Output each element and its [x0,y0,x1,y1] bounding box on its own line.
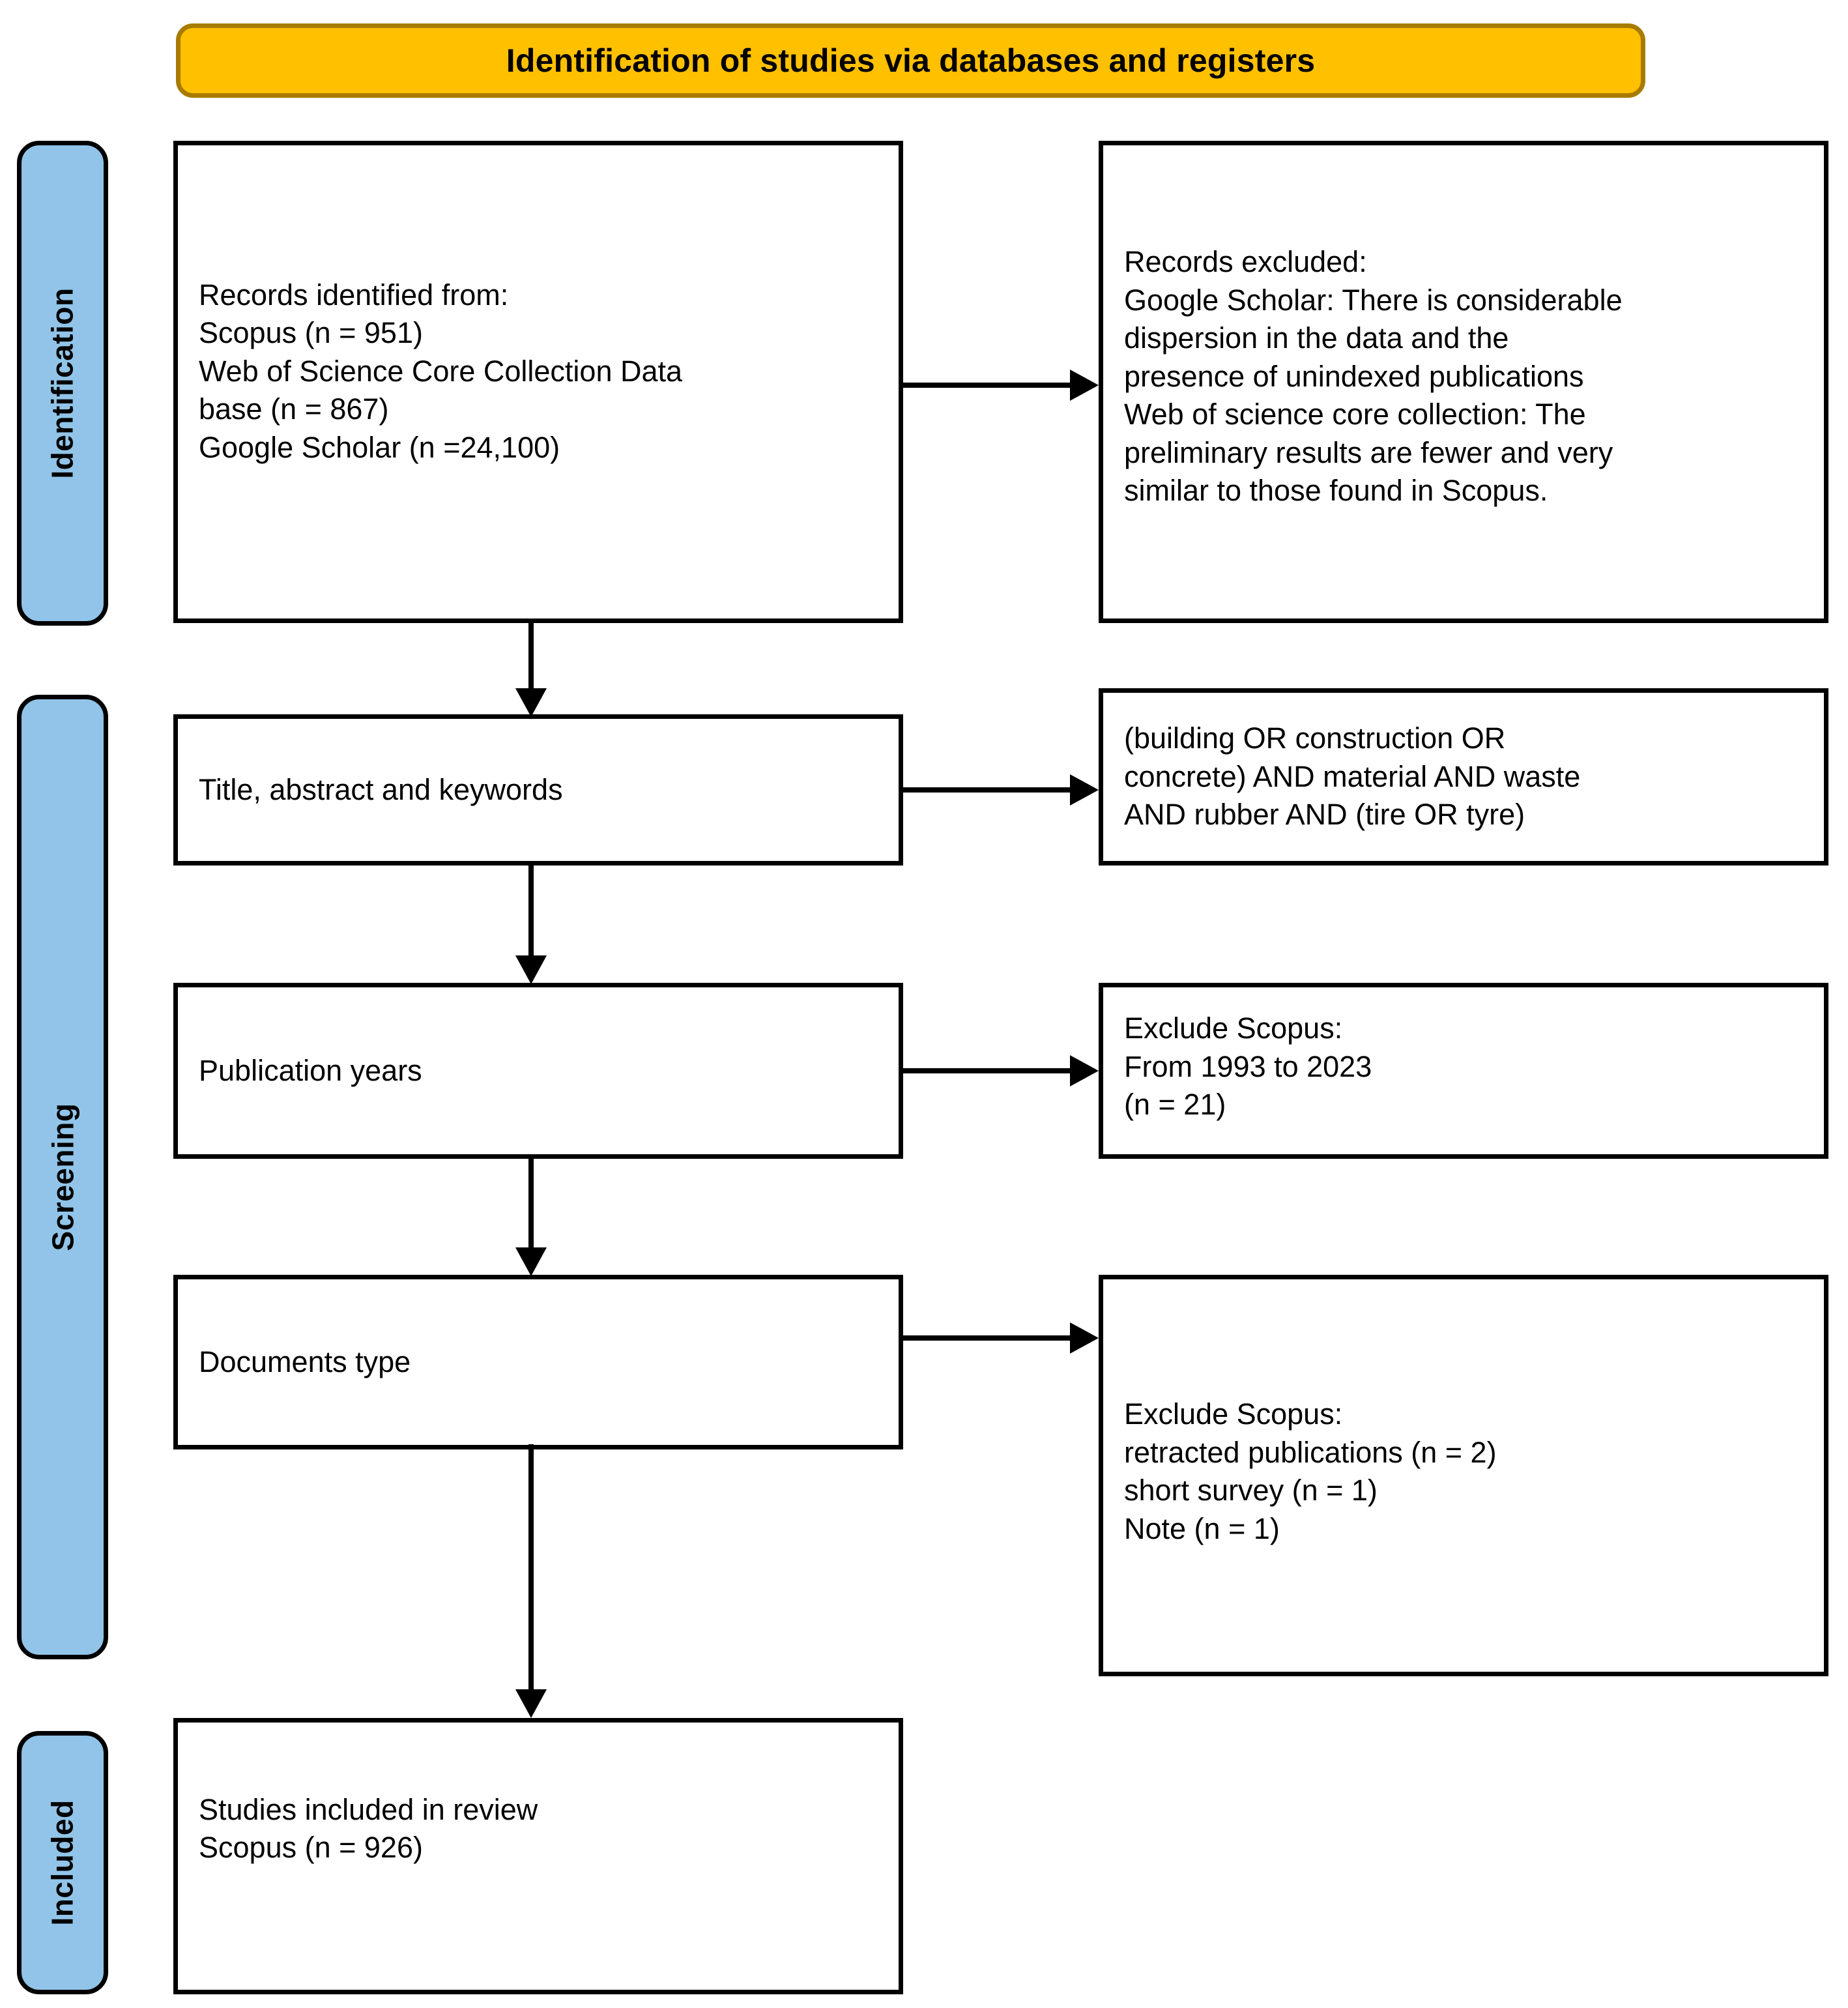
node-exclude-years: Exclude Scopus: From 1993 to 2023 (n = 2… [1099,983,1828,1159]
node-records-identified: Records identified from: Scopus (n = 951… [173,141,903,623]
node-search-string: (building OR construction OR concrete) A… [1099,688,1828,866]
node-title-abstract-keywords-text: Title, abstract and keywords [199,772,563,806]
diagram-header-banner: Identification of studies via databases … [176,23,1645,98]
arrow-years-to-exclude-years [903,1048,1099,1094]
node-documents-type: Documents type [173,1275,903,1449]
arrow-identified-to-excluded [903,362,1099,408]
node-studies-included: Studies included in review Scopus (n = 9… [173,1718,903,1994]
node-exclude-document-types-text: Exclude Scopus: retracted publications (… [1124,1397,1497,1545]
node-records-excluded-text: Records excluded: Google Scholar: There … [1124,245,1623,508]
node-publication-years: Publication years [173,983,903,1159]
node-publication-years-text: Publication years [199,1053,422,1087]
stage-label-identification-text: Identification [46,287,80,479]
node-exclude-years-text: Exclude Scopus: From 1993 to 2023 (n = 2… [1124,1011,1372,1122]
arrow-title-to-search-string [903,767,1099,813]
node-records-identified-text: Records identified from: Scopus (n = 951… [199,278,683,464]
arrow-doctype-to-exclude-doctypes [903,1315,1099,1361]
arrow-years-to-documents-type [505,1159,557,1276]
node-studies-included-text: Studies included in review Scopus (n = 9… [199,1792,538,1865]
stage-label-screening: Screening [17,695,108,1659]
arrow-doctype-to-studies-included [505,1444,557,1718]
node-search-string-text: (building OR construction OR concrete) A… [1124,721,1581,832]
stage-label-screening-text: Screening [46,1103,80,1251]
stage-label-included: Included [17,1731,108,1994]
stage-label-included-text: Included [46,1799,79,1926]
node-records-excluded: Records excluded: Google Scholar: There … [1099,141,1828,623]
node-exclude-document-types: Exclude Scopus: retracted publications (… [1099,1275,1828,1676]
diagram-title: Identification of studies via databases … [506,42,1316,79]
stage-label-identification: Identification [17,141,108,626]
node-documents-type-text: Documents type [199,1345,411,1378]
arrow-identified-to-title [505,619,557,717]
arrow-title-to-publication-years [505,866,557,984]
node-title-abstract-keywords: Title, abstract and keywords [173,714,903,866]
